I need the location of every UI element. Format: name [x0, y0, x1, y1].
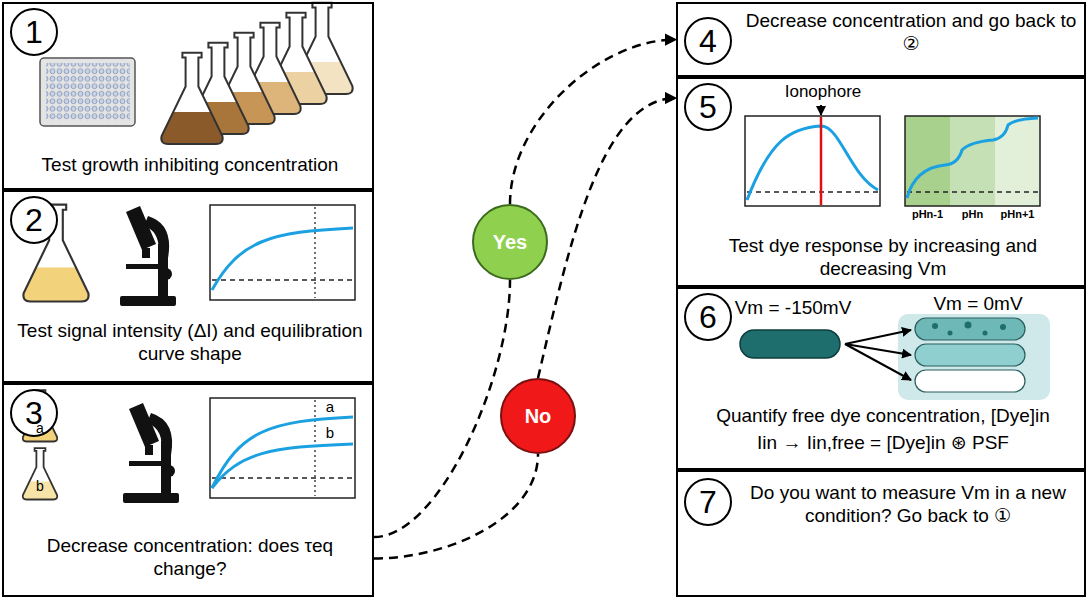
decision-label: No — [502, 404, 574, 428]
ph-label: pHn-1 — [905, 208, 950, 221]
step-number: 3 — [10, 389, 58, 437]
sample-letter: b — [33, 478, 47, 494]
step-panel: 5 IonophoreTest dye response by increasin… — [676, 77, 1086, 287]
culture-flask — [23, 448, 58, 499]
step-panel: 4 Decrease concentration and go back to ② — [676, 2, 1086, 77]
step-number: 2 — [10, 196, 58, 244]
step-text: Decrease concentration: does τeq change? — [24, 535, 356, 581]
sample-letter: b — [322, 424, 338, 441]
step-number: 5 — [684, 83, 732, 131]
step-text: Decrease concentration and go back to ② — [744, 10, 1078, 56]
step-text: Vm = -150mV — [718, 297, 868, 320]
equilibration-plot — [210, 205, 355, 300]
sample-letter: a — [33, 420, 47, 436]
no-circle: No — [500, 378, 576, 454]
microscope-icon — [120, 206, 176, 306]
step-panel: 6Vm = -150mV Vm = 0mV Quantify free dye co… — [676, 287, 1086, 470]
step-text: Quantify free dye concentration, [Dye]in — [688, 405, 1078, 428]
step-number: 1 — [10, 8, 58, 56]
ph-label: pHn+1 — [995, 208, 1040, 221]
ionophore-plot — [745, 105, 880, 206]
step-number: 4 — [684, 17, 732, 65]
ph-step-plot — [905, 116, 1040, 206]
step-text: Iin → Iin,free = [Dye]in ⊛ PSF — [688, 432, 1078, 455]
well-plate — [40, 58, 135, 126]
ph-label: pHn — [950, 208, 995, 221]
step-text: Do you want to measure Vm in a new condi… — [736, 482, 1080, 528]
flask-series — [161, 3, 352, 144]
dashed-connector — [538, 98, 676, 378]
dashed-connector — [510, 40, 676, 205]
dashed-connector — [374, 454, 538, 558]
step-panel: 2Test signal intensity (ΔI) and equilibr… — [2, 190, 374, 383]
step-panel: 7Do you want to measure Vm in a new cond… — [676, 470, 1086, 597]
cell-schematic — [740, 314, 1050, 400]
step-text: Test signal intensity (ΔI) and equilibra… — [14, 320, 366, 366]
step-panel: 3Decrease concentration: does τeq change… — [2, 383, 374, 597]
comparison-plot — [210, 398, 355, 498]
sample-letter: a — [322, 398, 338, 415]
step-text: Vm = 0mV — [906, 293, 1050, 316]
step-text: Ionophore — [758, 82, 888, 102]
step-text: Test dye response by increasing and decr… — [693, 235, 1073, 281]
step-text: Test growth inhibiting concentration — [14, 154, 366, 177]
step-number: 6 — [684, 293, 732, 341]
step-panel: 1Test growth inhibiting concentration — [2, 2, 374, 190]
yes-circle: Yes — [472, 204, 548, 280]
dashed-connector — [374, 280, 510, 537]
decision-label: Yes — [474, 230, 546, 254]
microscope-icon — [123, 403, 179, 503]
step-number: 7 — [684, 478, 732, 526]
